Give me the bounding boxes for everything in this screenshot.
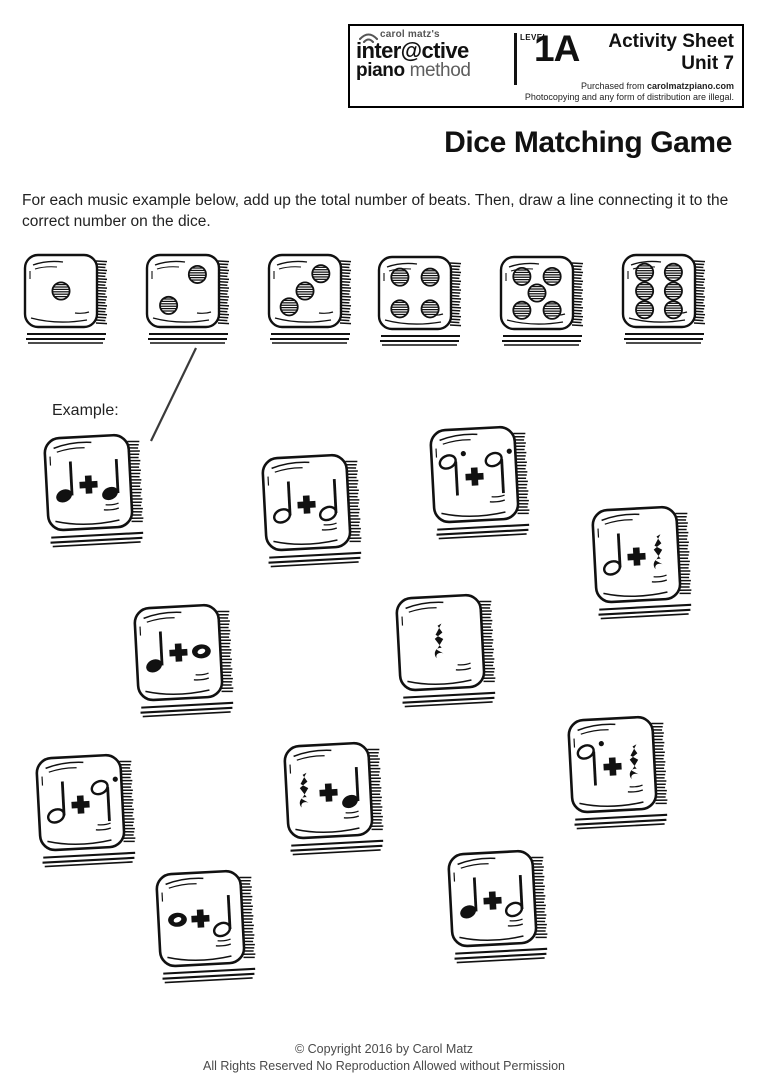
card-half-plus-half[interactable] [259, 449, 377, 577]
instructions-text: For each music example below, add up the… [22, 192, 729, 230]
card-single-rest[interactable] [393, 589, 511, 717]
logo-interactive: inter@ctive [356, 38, 469, 63]
level-label: LEVEL [520, 33, 548, 42]
wifi-arc-icon [359, 33, 378, 43]
card-quarter-plus-whole[interactable] [131, 599, 249, 727]
footer: © Copyright 2016 by Carol Matz All Right… [0, 1041, 768, 1075]
purchase-prefix: Purchased from [580, 81, 647, 91]
level-divider [514, 33, 517, 85]
brand-logo: carol matz's inter@ctive piano method [356, 29, 508, 81]
card-dottedhalf-plus-rest[interactable] [565, 711, 683, 839]
rights-line: All Rights Reserved No Reproduction Allo… [203, 1059, 565, 1073]
purchase-site: carolmatzpiano.com [646, 81, 734, 91]
level-value: 1A [534, 28, 580, 69]
die-2[interactable] [144, 250, 232, 348]
die-6[interactable] [620, 250, 708, 348]
card-half-plus-rest[interactable] [589, 501, 707, 629]
copyright-line: © Copyright 2016 by Carol Matz [294, 1042, 474, 1056]
die-1[interactable] [22, 250, 110, 348]
logo-tagline: carol matz's [380, 29, 440, 40]
example-connector-line [150, 347, 197, 442]
logo-piano-word: piano [356, 60, 405, 81]
card-whole-plus-half[interactable] [153, 865, 271, 993]
photocopy-notice: Photocopying and any form of distributio… [524, 92, 734, 102]
sheet-type: Activity Sheet [608, 31, 734, 52]
card-quarter-plus-half[interactable] [445, 845, 563, 973]
logo-piano-method: piano method [356, 61, 508, 81]
die-3[interactable] [266, 250, 354, 348]
card-dottedhalf-plus-dottedhalf[interactable] [427, 421, 545, 549]
die-5[interactable] [498, 252, 586, 350]
sheet-unit: Unit 7 [681, 53, 734, 74]
page-title: Dice Matching Game [444, 126, 732, 159]
purchase-notice: Purchased from carolmatzpiano.com [581, 80, 734, 92]
card-example[interactable] [41, 429, 159, 557]
card-half-plus-dottedhalf[interactable] [33, 749, 151, 877]
card-rest-plus-quarter[interactable] [281, 737, 399, 865]
header-badge: carol matz's inter@ctive piano method LE… [348, 24, 744, 108]
logo-method-word: method [409, 60, 471, 81]
sheet-identifier: Activity Sheet Unit 7 [608, 31, 734, 75]
example-label: Example: [52, 402, 119, 419]
die-4[interactable] [376, 252, 464, 350]
